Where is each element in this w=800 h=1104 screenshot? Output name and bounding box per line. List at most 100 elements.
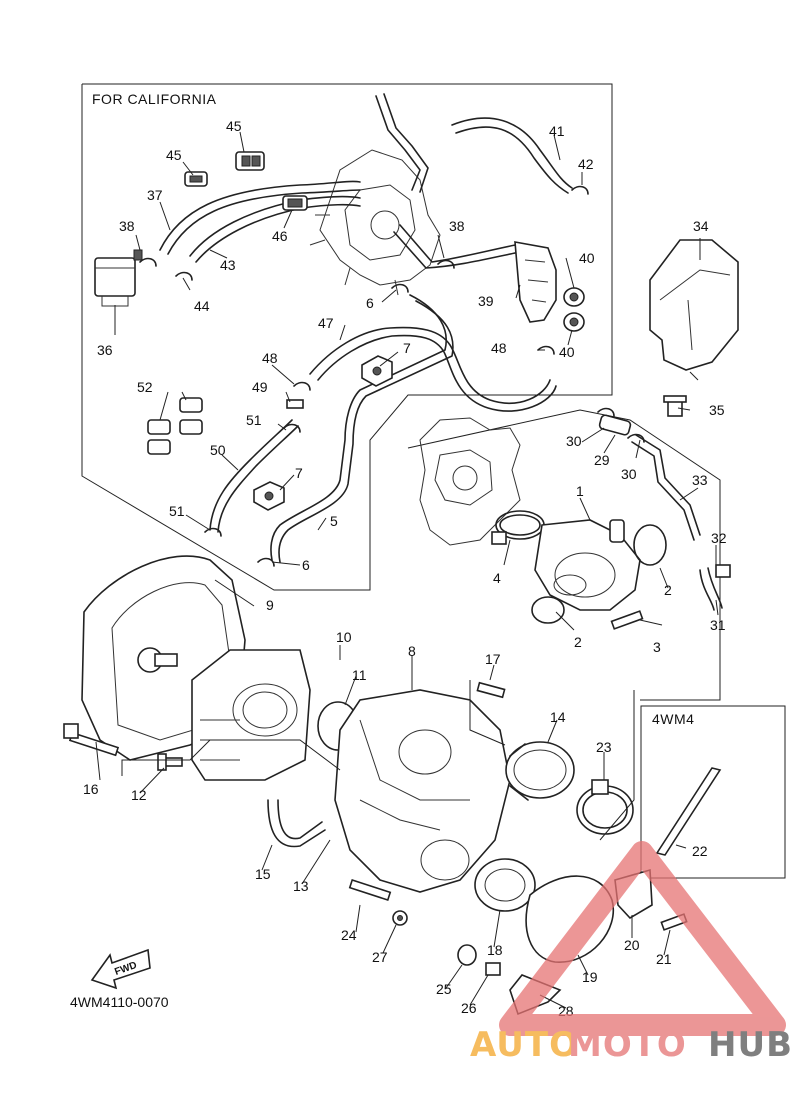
label-51a: 51 bbox=[246, 412, 262, 428]
label-48a: 48 bbox=[262, 350, 278, 366]
hose-41 bbox=[451, 117, 573, 189]
grommet-40a bbox=[563, 287, 585, 307]
watermark-text-moto: MOTO bbox=[568, 1025, 687, 1065]
clip-38a bbox=[139, 257, 157, 267]
label-36: 36 bbox=[97, 342, 113, 358]
label-45a: 45 bbox=[226, 118, 242, 134]
clip-42 bbox=[571, 185, 589, 195]
label-21: 21 bbox=[656, 951, 672, 967]
clip-44 bbox=[175, 271, 193, 281]
diagram-code: 4WM4110-0070 bbox=[70, 994, 169, 1010]
california-title: FOR CALIFORNIA bbox=[92, 91, 217, 107]
label-46: 46 bbox=[272, 228, 288, 244]
label-29: 29 bbox=[594, 452, 610, 468]
label-34: 34 bbox=[693, 218, 709, 234]
label-44: 44 bbox=[194, 298, 210, 314]
joint-1 bbox=[534, 519, 641, 611]
oring-2b bbox=[531, 596, 565, 624]
clamp-23 bbox=[576, 779, 634, 835]
label-45b: 45 bbox=[166, 147, 182, 163]
washer-27 bbox=[392, 910, 408, 926]
valve-36 bbox=[94, 249, 143, 307]
label-13: 13 bbox=[293, 878, 309, 894]
california-frame bbox=[81, 83, 613, 591]
hose-38 bbox=[399, 224, 521, 263]
part-labels: 1 2 2 3 4 5 6 6 7 7 8 9 10 11 12 13 14 1… bbox=[83, 118, 727, 1019]
grommet-25 bbox=[457, 944, 477, 966]
label-24: 24 bbox=[341, 927, 357, 943]
pipe-33 bbox=[635, 434, 701, 536]
clip-48a bbox=[293, 381, 311, 391]
hose-47 bbox=[309, 326, 551, 405]
label-3: 3 bbox=[653, 639, 661, 655]
label-50: 50 bbox=[210, 442, 226, 458]
watermark-text-hub: HUB bbox=[708, 1025, 793, 1065]
leader-frame-left bbox=[121, 739, 341, 776]
bolt-12 bbox=[157, 753, 183, 771]
label-40b: 40 bbox=[559, 344, 575, 360]
label-32: 32 bbox=[711, 530, 727, 546]
label-31: 31 bbox=[710, 617, 726, 633]
collar-26 bbox=[485, 962, 501, 976]
clip-45b bbox=[235, 151, 265, 171]
label-14: 14 bbox=[550, 709, 566, 725]
fitting-49 bbox=[286, 399, 304, 409]
label-30b: 30 bbox=[621, 466, 637, 482]
clip-45a bbox=[184, 171, 208, 187]
grommet-40b bbox=[563, 312, 585, 332]
fitting-32 bbox=[715, 564, 731, 578]
label-38a: 38 bbox=[119, 218, 135, 234]
label-26: 26 bbox=[461, 1000, 477, 1016]
clip-6b bbox=[257, 557, 275, 567]
joint-14 bbox=[505, 741, 575, 801]
label-23: 23 bbox=[596, 739, 612, 755]
label-51b: 51 bbox=[169, 503, 185, 519]
label-4: 4 bbox=[493, 570, 501, 586]
plate-19 bbox=[525, 875, 615, 963]
case-13 bbox=[334, 689, 511, 893]
clip-46 bbox=[282, 195, 308, 211]
label-2b: 2 bbox=[574, 634, 582, 650]
label-49: 49 bbox=[252, 379, 268, 395]
leader-frame-right bbox=[469, 680, 506, 746]
clip-6a bbox=[391, 283, 409, 293]
clip-52a bbox=[179, 397, 203, 435]
hose-50 bbox=[209, 419, 293, 531]
fwd-arrow: FWD bbox=[90, 948, 151, 990]
hose-31 bbox=[699, 569, 715, 611]
label-12: 12 bbox=[131, 787, 147, 803]
joint-18 bbox=[474, 858, 536, 912]
engine-head-upper bbox=[309, 149, 441, 296]
label-5: 5 bbox=[330, 513, 338, 529]
element-10 bbox=[191, 649, 311, 781]
hose-5 bbox=[270, 294, 447, 561]
label-37: 37 bbox=[147, 187, 163, 203]
label-11: 11 bbox=[352, 667, 367, 683]
label-40a: 40 bbox=[579, 250, 595, 266]
variant-title: 4WM4 bbox=[652, 711, 694, 727]
clip-52b bbox=[147, 419, 171, 455]
tube-15 bbox=[267, 799, 326, 848]
label-42: 42 bbox=[578, 156, 594, 172]
label-18: 18 bbox=[487, 942, 503, 958]
clip-48b bbox=[537, 345, 555, 355]
watermark: AUTO MOTO HUB bbox=[470, 841, 793, 1065]
clamp-7b bbox=[253, 481, 285, 511]
label-38b: 38 bbox=[449, 218, 465, 234]
engine-head-lower bbox=[419, 417, 521, 546]
label-20: 20 bbox=[624, 937, 640, 953]
label-6a: 6 bbox=[366, 295, 374, 311]
label-8: 8 bbox=[408, 643, 416, 659]
label-10: 10 bbox=[336, 629, 352, 645]
leader-frame-mid bbox=[599, 690, 635, 841]
clip-51b bbox=[204, 527, 222, 537]
label-52: 52 bbox=[137, 379, 153, 395]
screw-35 bbox=[663, 395, 687, 417]
clip-51a bbox=[283, 423, 301, 433]
clip-30a bbox=[597, 407, 615, 417]
leader-lines bbox=[95, 131, 719, 1009]
hose-43 bbox=[189, 195, 361, 257]
cover-34 bbox=[649, 239, 739, 371]
bolt-3 bbox=[610, 610, 644, 630]
